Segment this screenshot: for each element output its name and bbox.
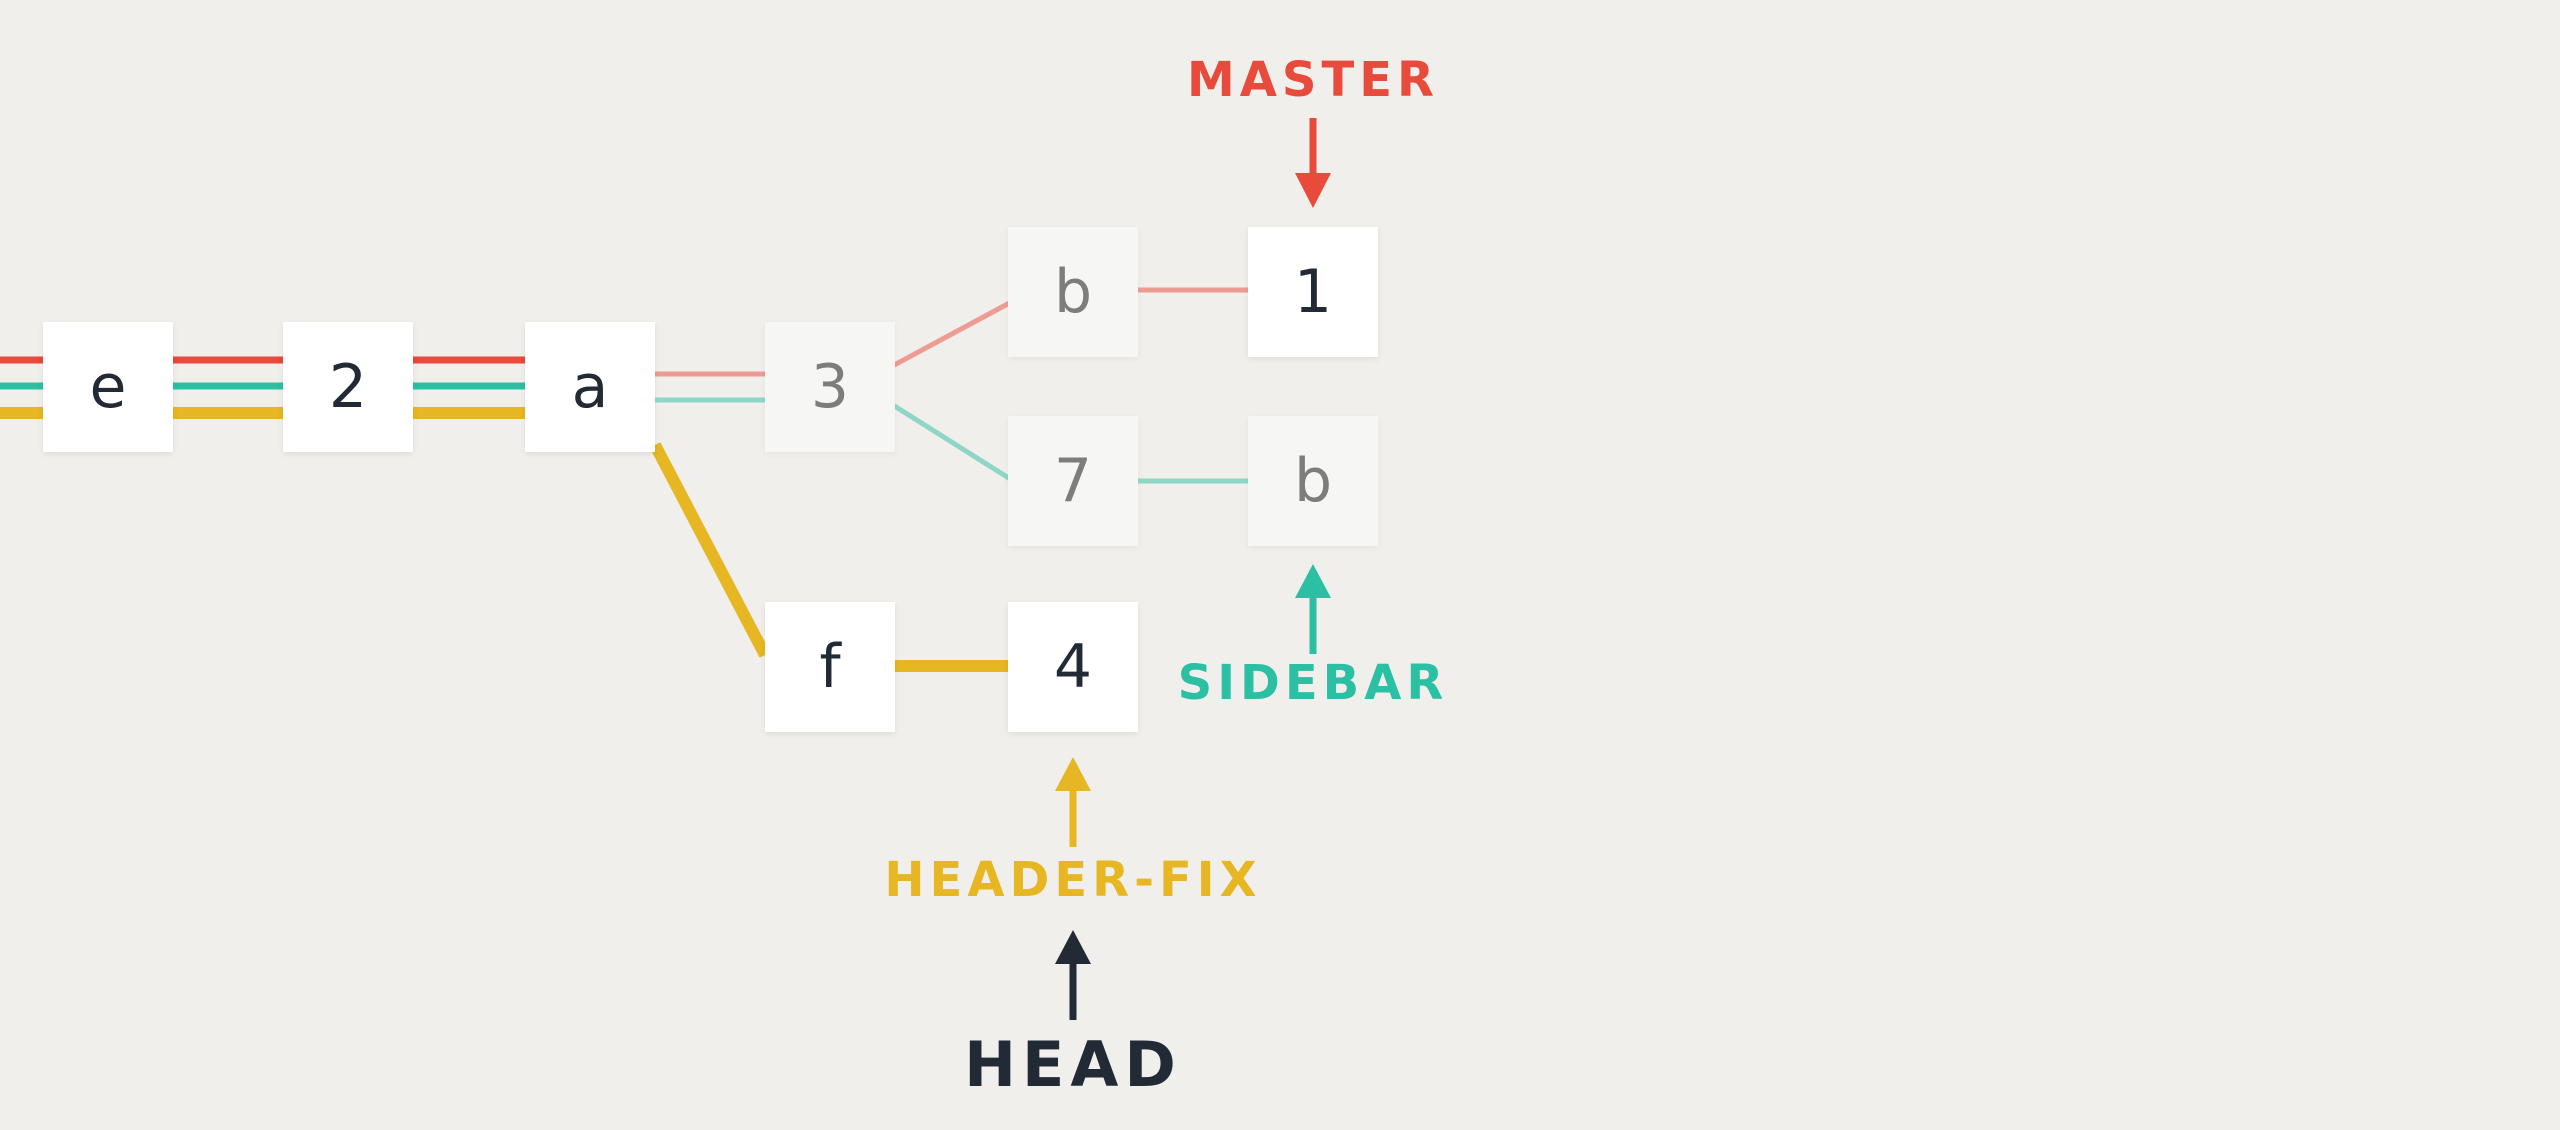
sidebar-arrow-up-icon <box>1295 564 1331 654</box>
master-arrow-down-icon <box>1295 118 1331 208</box>
commit-f: f <box>765 602 895 732</box>
commit-1-label: 1 <box>1293 257 1333 327</box>
commit-4-label: 4 <box>1053 632 1093 702</box>
edge-3-7-sidebar <box>883 397 1017 485</box>
commit-b-master-label: b <box>1053 257 1093 327</box>
commit-e-label: e <box>89 352 127 422</box>
head-arrow-up-icon <box>1055 930 1091 1020</box>
sidebar-branch-label: SIDEBAR <box>1177 655 1449 711</box>
commit-2: 2 <box>283 322 413 452</box>
commit-3-label: 3 <box>810 352 850 422</box>
commit-4: 4 <box>1008 602 1138 732</box>
header-fix-arrow-up-icon <box>1055 757 1091 847</box>
commit-b-master: b <box>1008 227 1138 357</box>
head-pointer-label: HEAD <box>964 1028 1182 1101</box>
master-branch-label: MASTER <box>1187 52 1439 108</box>
commit-b-sidebar-label: b <box>1293 446 1333 516</box>
commit-7: 7 <box>1008 416 1138 546</box>
commit-f-label: f <box>819 632 841 702</box>
header-fix-branch-label: HEADER-FIX <box>884 852 1262 908</box>
edge-3-b-master <box>883 297 1017 373</box>
commit-1: 1 <box>1248 227 1378 357</box>
edge-a-f-header-fix <box>649 442 771 658</box>
commit-3: 3 <box>765 322 895 452</box>
commit-7-label: 7 <box>1053 446 1093 516</box>
commit-e: e <box>43 322 173 452</box>
commit-2-label: 2 <box>328 352 368 422</box>
commit-a-label: a <box>571 352 609 422</box>
commit-b-sidebar: b <box>1248 416 1378 546</box>
commit-a: a <box>525 322 655 452</box>
